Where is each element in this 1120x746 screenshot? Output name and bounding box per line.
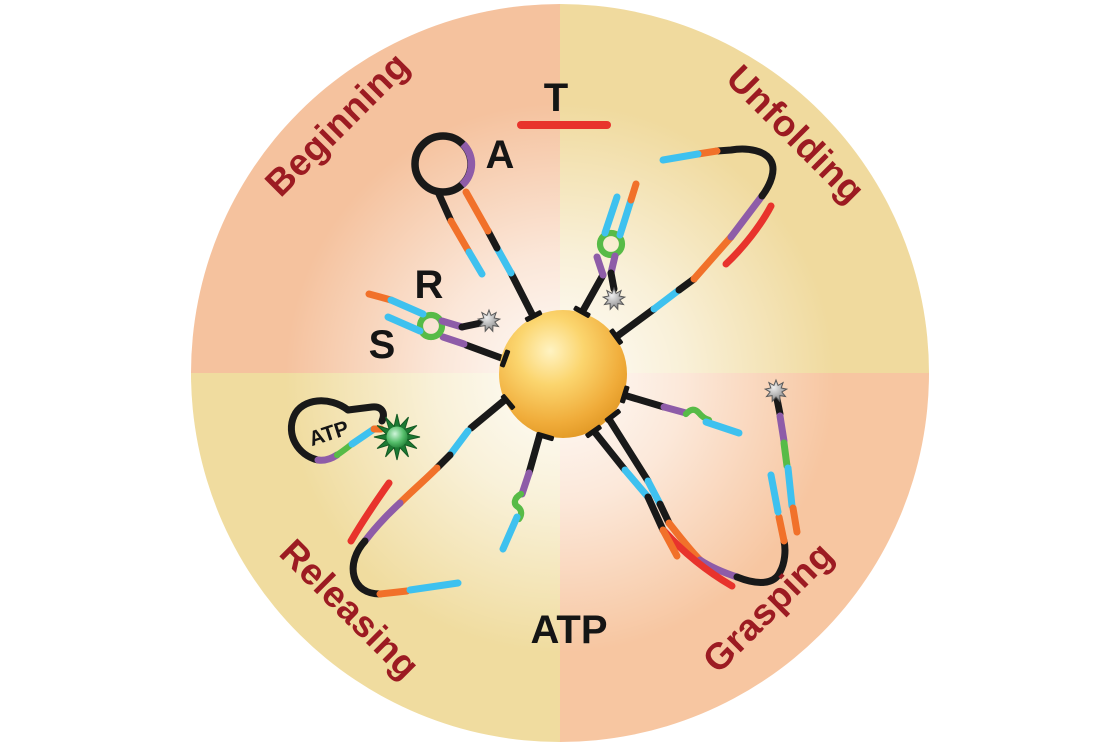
target-strand-unfolding [722, 202, 775, 268]
releasing-tether-strand [347, 395, 510, 598]
label-target-T: T [544, 76, 568, 120]
unfolding-tether-strand [608, 145, 777, 344]
probe-duplex-strand [576, 180, 640, 320]
reporter-signal-duplex [365, 290, 508, 363]
label-reporter-R: R [415, 263, 444, 307]
hairpin-loop-purple-arc [459, 141, 476, 188]
aptamer-hairpin-strand [411, 132, 540, 326]
bottom-short-strand [589, 426, 681, 560]
atp-loop-complex: ATP [287, 397, 421, 464]
fluorophore-core [386, 426, 408, 448]
right-hook-strand [623, 392, 743, 437]
label-signal-S: S [369, 323, 396, 367]
label-atp-bottom: ATP [530, 608, 607, 652]
duplex-green-ring [416, 311, 446, 341]
anchor-feet [499, 305, 630, 442]
bottom-hook-strand [499, 430, 544, 553]
label-aptamer-A: A [486, 133, 515, 177]
duplex-green-ring [596, 229, 626, 259]
gold-nanoparticle [499, 310, 627, 438]
target-strand-releasing [347, 479, 393, 545]
grasping-tether-strand [605, 415, 789, 590]
released-reporter-strand [764, 379, 801, 536]
